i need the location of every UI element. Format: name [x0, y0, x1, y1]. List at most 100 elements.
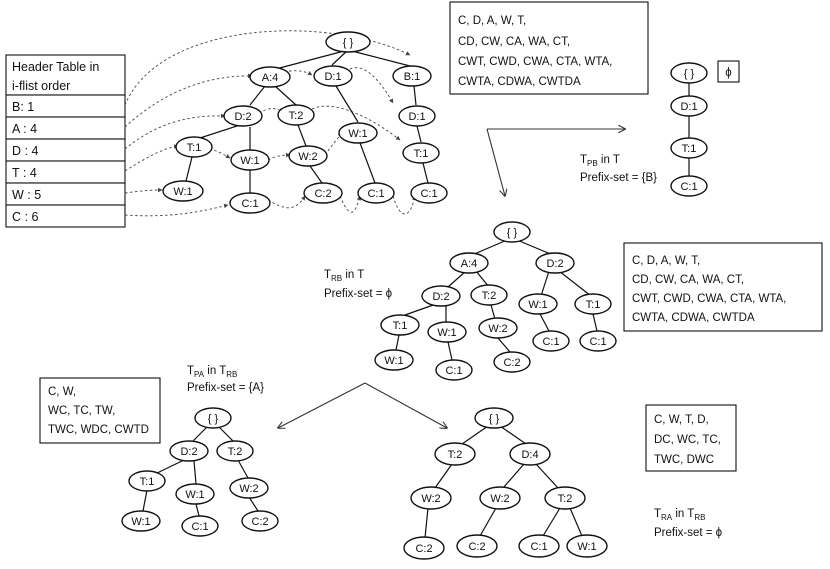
- svg-text:W:1: W:1: [131, 516, 150, 528]
- svg-text:C:2: C:2: [415, 543, 432, 555]
- header-row-a: A : 4: [12, 122, 37, 136]
- svg-text:W:1: W:1: [384, 355, 403, 367]
- tree-node: D:2: [223, 105, 263, 127]
- tree-node: C:1: [357, 182, 395, 204]
- svg-text:C:2: C:2: [468, 541, 485, 553]
- tree-node: C:2: [303, 182, 343, 204]
- svg-text:C, W, T, D,: C, W, T, D,: [654, 414, 709, 426]
- svg-text:B:1: B:1: [404, 71, 421, 83]
- svg-text:Prefix-set = ϕ: Prefix-set = ϕ: [324, 288, 392, 300]
- svg-text:D:4: D:4: [521, 449, 538, 461]
- tree-node: D:1: [313, 65, 353, 87]
- svg-text:T:2: T:2: [228, 446, 243, 458]
- header-row-w: W : 5: [12, 188, 41, 202]
- svg-text:WC, TC, TW,: WC, TC, TW,: [48, 405, 115, 417]
- svg-text:W:2: W:2: [421, 493, 440, 505]
- tree-node: T:2: [470, 284, 508, 306]
- svg-text:D:2: D:2: [234, 111, 251, 123]
- svg-text:{ }: { }: [489, 413, 500, 425]
- trb-label: TRB in T Prefix-set = ϕ: [324, 269, 392, 300]
- tree-node: T:1: [128, 470, 166, 492]
- tpa-tree-edges: [142, 425, 259, 517]
- tree-node: D:2: [535, 252, 575, 274]
- svg-text:CD, CW, CA, WA, CT,: CD, CW, CA, WA, CT,: [632, 274, 744, 286]
- tree-node: C:1: [579, 330, 617, 352]
- svg-text:DC, WC, TC,: DC, WC, TC,: [654, 434, 721, 446]
- tree-node: C:1: [410, 182, 448, 204]
- svg-text:D:1: D:1: [408, 111, 425, 123]
- tree-node: C:1: [181, 515, 219, 537]
- tree-node: W:2: [478, 317, 518, 339]
- trb-tree-edges: [395, 239, 598, 361]
- svg-text:TWC, WDC, CWTD: TWC, WDC, CWTD: [48, 424, 149, 436]
- svg-text:W:2: W:2: [490, 493, 509, 505]
- svg-text:T:2: T:2: [558, 493, 573, 505]
- svg-text:TPA in TRB: TPA in TRB: [187, 365, 237, 379]
- main-tree-edges: [185, 49, 429, 193]
- tree-node: D:2: [421, 285, 461, 307]
- svg-text:ϕ: ϕ: [725, 67, 731, 79]
- svg-text:Prefix-set = {A}: Prefix-set = {A}: [187, 382, 264, 394]
- svg-text:{ }: { }: [684, 68, 695, 80]
- svg-text:T:2: T:2: [289, 110, 304, 122]
- tree-node: W:2: [479, 486, 521, 510]
- svg-text:W:1: W:1: [577, 541, 596, 553]
- svg-text:T:1: T:1: [682, 143, 697, 155]
- svg-text:T:1: T:1: [586, 299, 601, 311]
- svg-text:C, D, A, W, T,: C, D, A, W, T,: [632, 255, 700, 267]
- tra-itemsets-box: C, W, T, D, DC, WC, TC, TWC, DWC: [645, 404, 737, 472]
- tree-node: { }: [670, 62, 708, 84]
- tree-node: D:4: [509, 442, 551, 466]
- tree-node: D:2: [169, 440, 209, 462]
- svg-text:TRB in T: TRB in T: [324, 269, 364, 283]
- node-link-pointers: [124, 30, 417, 217]
- tree-node: A:4: [249, 66, 291, 88]
- tree-node: T:1: [670, 137, 708, 159]
- tra-tree: { } T:2 D:4 W:2 W:2 T:2 C:2 C:2 C:1 W:1: [403, 407, 608, 560]
- svg-text:CWT, CWD, CWA, CTA, WTA,: CWT, CWD, CWA, CTA, WTA,: [458, 56, 612, 68]
- tree-node: C:1: [532, 330, 570, 352]
- tpb-label: TPB in T Prefix-set = {B}: [580, 154, 657, 184]
- tpb-tree: { } D:1 T:1 C:1: [670, 62, 708, 197]
- svg-text:W:1: W:1: [173, 186, 192, 198]
- header-table: Header Table in i-flist order B: 1 A : 4…: [5, 54, 126, 228]
- svg-text:C:1: C:1: [589, 336, 606, 348]
- svg-text:D:2: D:2: [432, 291, 449, 303]
- svg-text:C:2: C:2: [251, 516, 268, 528]
- svg-text:T:2: T:2: [482, 290, 497, 302]
- svg-text:TRA in TRB: TRA in TRB: [654, 508, 705, 522]
- svg-text:{ }: { }: [208, 413, 219, 425]
- tra-label: TRA in TRB Prefix-set = ϕ: [654, 508, 722, 539]
- tree-node: { }: [474, 407, 514, 429]
- tree-node: C:2: [403, 536, 445, 560]
- tree-node: W:1: [175, 483, 215, 505]
- main-tree: { } A:4 D:1 B:1 D:2 T:2 W:1 D:1 T:1 W:1 …: [162, 31, 448, 214]
- tree-node: T:2: [277, 104, 315, 126]
- header-row-t: T : 4: [12, 166, 37, 180]
- svg-text:C:1: C:1: [420, 188, 437, 200]
- svg-text:TWC, DWC: TWC, DWC: [654, 454, 714, 466]
- svg-text:CWTA, CDWA, CWTDA: CWTA, CDWA, CWTDA: [458, 76, 581, 88]
- tree-node: C:1: [435, 359, 473, 381]
- trb-tree: { } A:4 D:2 D:2 T:2 W:1 T:1 T:1 W:1 W:2 …: [374, 221, 617, 381]
- tree-node: W:1: [338, 122, 378, 144]
- svg-text:W:2: W:2: [298, 151, 317, 163]
- svg-text:C:1: C:1: [680, 181, 697, 193]
- svg-text:C:1: C:1: [367, 188, 384, 200]
- svg-text:C:1: C:1: [191, 521, 208, 533]
- tree-node: A:4: [449, 252, 489, 274]
- svg-text:W:2: W:2: [488, 323, 507, 335]
- svg-text:T:1: T:1: [140, 476, 155, 488]
- svg-text:TPB in T: TPB in T: [580, 154, 620, 168]
- tpa-tree: { } D:2 T:2 T:1 W:1 W:2 W:1 C:1 C:2: [121, 407, 279, 537]
- tree-node: T:1: [175, 136, 213, 158]
- header-table-title-line-1: Header Table in: [12, 60, 99, 74]
- header-row-c: C : 6: [12, 210, 38, 224]
- tree-node: { }: [325, 31, 371, 53]
- main-itemsets-box: C, D, A, W, T, CD, CW, CA, WA, CT, CWT, …: [449, 1, 649, 95]
- tree-node: { }: [194, 407, 232, 429]
- svg-text:C:1: C:1: [530, 541, 547, 553]
- tree-node: W:2: [410, 486, 452, 510]
- tree-node: W:1: [230, 149, 270, 171]
